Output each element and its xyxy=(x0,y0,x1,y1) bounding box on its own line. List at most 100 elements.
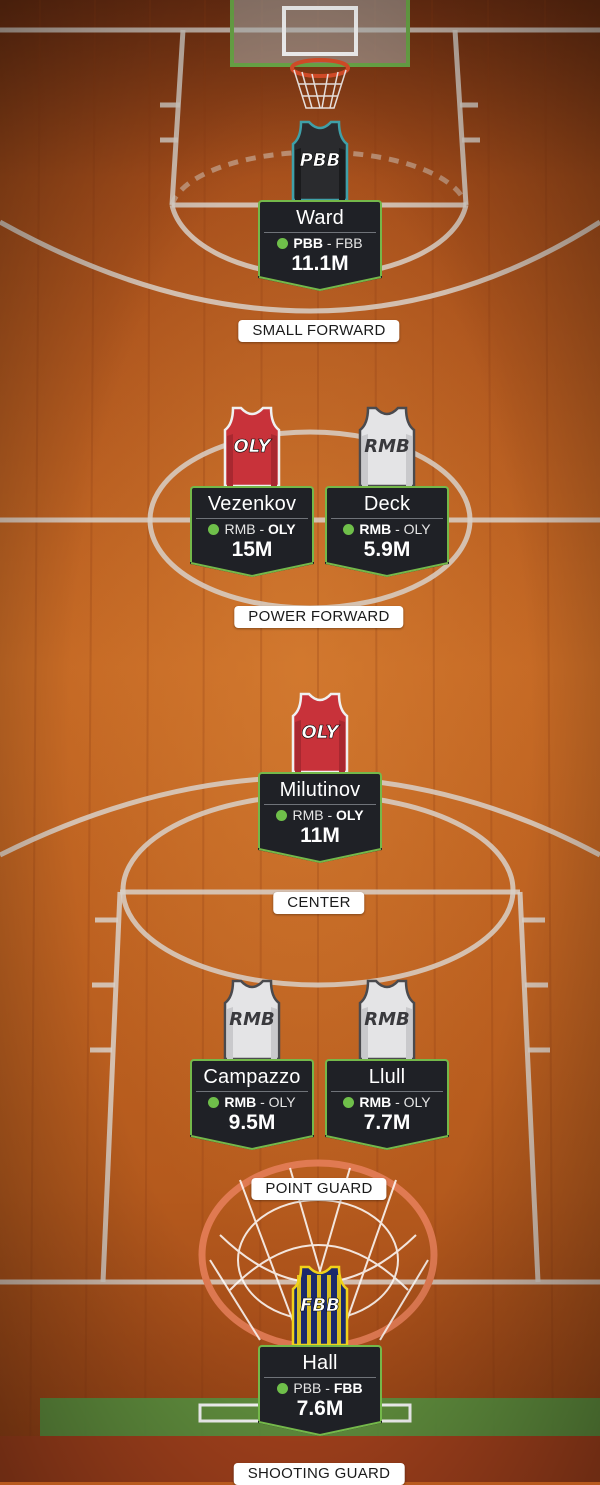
team-away: OLY xyxy=(403,1094,431,1110)
jersey-icon: OLY xyxy=(219,406,285,488)
player-price: 11M xyxy=(300,824,340,847)
team-separator: - xyxy=(323,807,337,823)
jersey-icon: RMB xyxy=(219,979,285,1061)
team-home: RMB xyxy=(359,1094,392,1110)
jersey-team-code: RMB xyxy=(364,1009,410,1030)
player-price: 9.5M xyxy=(228,1111,276,1134)
player-teams: RMB - OLY xyxy=(192,1094,312,1111)
position-label-shooting-guard: SHOOTING GUARD xyxy=(233,1463,405,1485)
status-dot-icon xyxy=(343,1097,355,1108)
team-home: PBB xyxy=(293,235,323,251)
jersey-graphic: RMB xyxy=(223,979,281,1061)
player-price: 15M xyxy=(231,538,273,561)
card-tail xyxy=(258,1421,382,1437)
card-tail xyxy=(258,848,382,864)
player-name: Deck xyxy=(363,493,411,515)
card-tail xyxy=(190,562,314,578)
player-name: Llull xyxy=(368,1066,406,1088)
player-price: 7.7M xyxy=(363,1111,411,1134)
status-dot-icon xyxy=(276,810,288,821)
card-divider xyxy=(196,1091,308,1092)
card-tail xyxy=(325,1135,449,1151)
team-away: OLY xyxy=(403,521,431,537)
team-home: RMB xyxy=(292,807,324,823)
team-home: RMB xyxy=(224,521,256,537)
card-tail xyxy=(325,562,449,578)
player-slot-deck[interactable]: RMB Deck RMB - OLY 5.9M xyxy=(323,406,451,596)
jersey-graphic: RMB xyxy=(358,979,416,1061)
team-separator: - xyxy=(255,521,269,537)
card-tail xyxy=(190,1135,314,1151)
player-card[interactable]: Campazzo RMB - OLY 9.5M xyxy=(190,1059,314,1151)
card-divider xyxy=(331,518,443,519)
player-teams: RMB - OLY xyxy=(260,807,380,824)
player-price: 5.9M xyxy=(363,538,411,561)
player-teams: RMB - OLY xyxy=(327,521,447,538)
player-price: 7.6M xyxy=(296,1397,344,1420)
jersey-team-code: RMB xyxy=(364,436,410,457)
player-card[interactable]: Llull RMB - OLY 7.7M xyxy=(325,1059,449,1151)
status-dot-icon xyxy=(277,238,289,249)
player-teams: RMB - OLY xyxy=(327,1094,447,1111)
player-teams: RMB - OLY xyxy=(192,521,312,538)
jersey-graphic: FBB xyxy=(291,1265,349,1347)
team-separator: - xyxy=(391,521,404,537)
player-slot-campazzo[interactable]: RMB Campazzo RMB - OLY 9.5M xyxy=(188,979,316,1169)
jersey-team-code: OLY xyxy=(233,436,272,457)
player-slot-vezenkov[interactable]: OLY Vezenkov RMB - OLY 15M xyxy=(188,406,316,596)
jersey-graphic: PBB xyxy=(291,120,349,202)
jersey-team-code: RMB xyxy=(229,1009,275,1030)
team-away: FBB xyxy=(335,235,363,251)
player-name: Ward xyxy=(296,207,344,229)
card-divider xyxy=(264,804,376,805)
player-card[interactable]: Vezenkov RMB - OLY 15M xyxy=(190,486,314,578)
team-home: PBB xyxy=(293,1380,322,1396)
team-separator: - xyxy=(321,1380,334,1396)
jersey-team-code: FBB xyxy=(300,1295,340,1316)
status-dot-icon xyxy=(208,1097,220,1108)
team-away: OLY xyxy=(336,807,364,823)
team-away: FBB xyxy=(333,1380,363,1396)
player-name: Milutinov xyxy=(279,779,361,801)
jersey-team-code: OLY xyxy=(301,722,340,743)
position-label-point-guard: POINT GUARD xyxy=(251,1178,387,1200)
player-name: Campazzo xyxy=(203,1066,301,1088)
player-price: 11.1M xyxy=(291,252,349,275)
player-name: Vezenkov xyxy=(207,493,297,515)
status-dot-icon xyxy=(277,1383,289,1394)
jersey-graphic: OLY xyxy=(223,406,281,488)
jersey-icon: RMB xyxy=(354,406,420,488)
player-slot-hall[interactable]: FBB Hall PBB - FBB 7.6M xyxy=(256,1265,384,1455)
jersey-icon: OLY xyxy=(287,692,353,774)
player-slot-ward[interactable]: PBB Ward PBB - FBB 11.1M xyxy=(256,120,384,310)
card-divider xyxy=(264,232,376,233)
status-dot-icon xyxy=(343,524,355,535)
player-teams: PBB - FBB xyxy=(260,235,380,252)
position-label-power-forward: POWER FORWARD xyxy=(234,606,404,628)
player-card[interactable]: Deck RMB - OLY 5.9M xyxy=(325,486,449,578)
position-label-center: CENTER xyxy=(273,892,365,914)
team-separator: - xyxy=(322,235,336,251)
team-separator: - xyxy=(391,1094,404,1110)
card-tail xyxy=(258,276,382,292)
player-slot-llull[interactable]: RMB Llull RMB - OLY 7.7M xyxy=(323,979,451,1169)
player-teams: PBB - FBB xyxy=(260,1380,380,1397)
player-card[interactable]: Hall PBB - FBB 7.6M xyxy=(258,1345,382,1437)
team-separator: - xyxy=(256,1094,269,1110)
jersey-graphic: RMB xyxy=(358,406,416,488)
team-away: OLY xyxy=(268,1094,296,1110)
jersey-icon: FBB xyxy=(287,1265,353,1347)
team-away: OLY xyxy=(268,521,296,537)
player-card[interactable]: Milutinov RMB - OLY 11M xyxy=(258,772,382,864)
jersey-graphic: OLY xyxy=(291,692,349,774)
card-divider xyxy=(264,1377,376,1378)
jersey-icon: RMB xyxy=(354,979,420,1061)
team-home: RMB xyxy=(224,1094,257,1110)
player-card[interactable]: Ward PBB - FBB 11.1M xyxy=(258,200,382,292)
player-name: Hall xyxy=(302,1352,338,1374)
jersey-team-code: PBB xyxy=(300,150,341,171)
position-label-small-forward: SMALL FORWARD xyxy=(238,320,400,342)
player-slot-milutinov[interactable]: OLY Milutinov RMB - OLY 11M xyxy=(256,692,384,882)
team-home: RMB xyxy=(359,521,392,537)
jersey-icon: PBB xyxy=(287,120,353,202)
